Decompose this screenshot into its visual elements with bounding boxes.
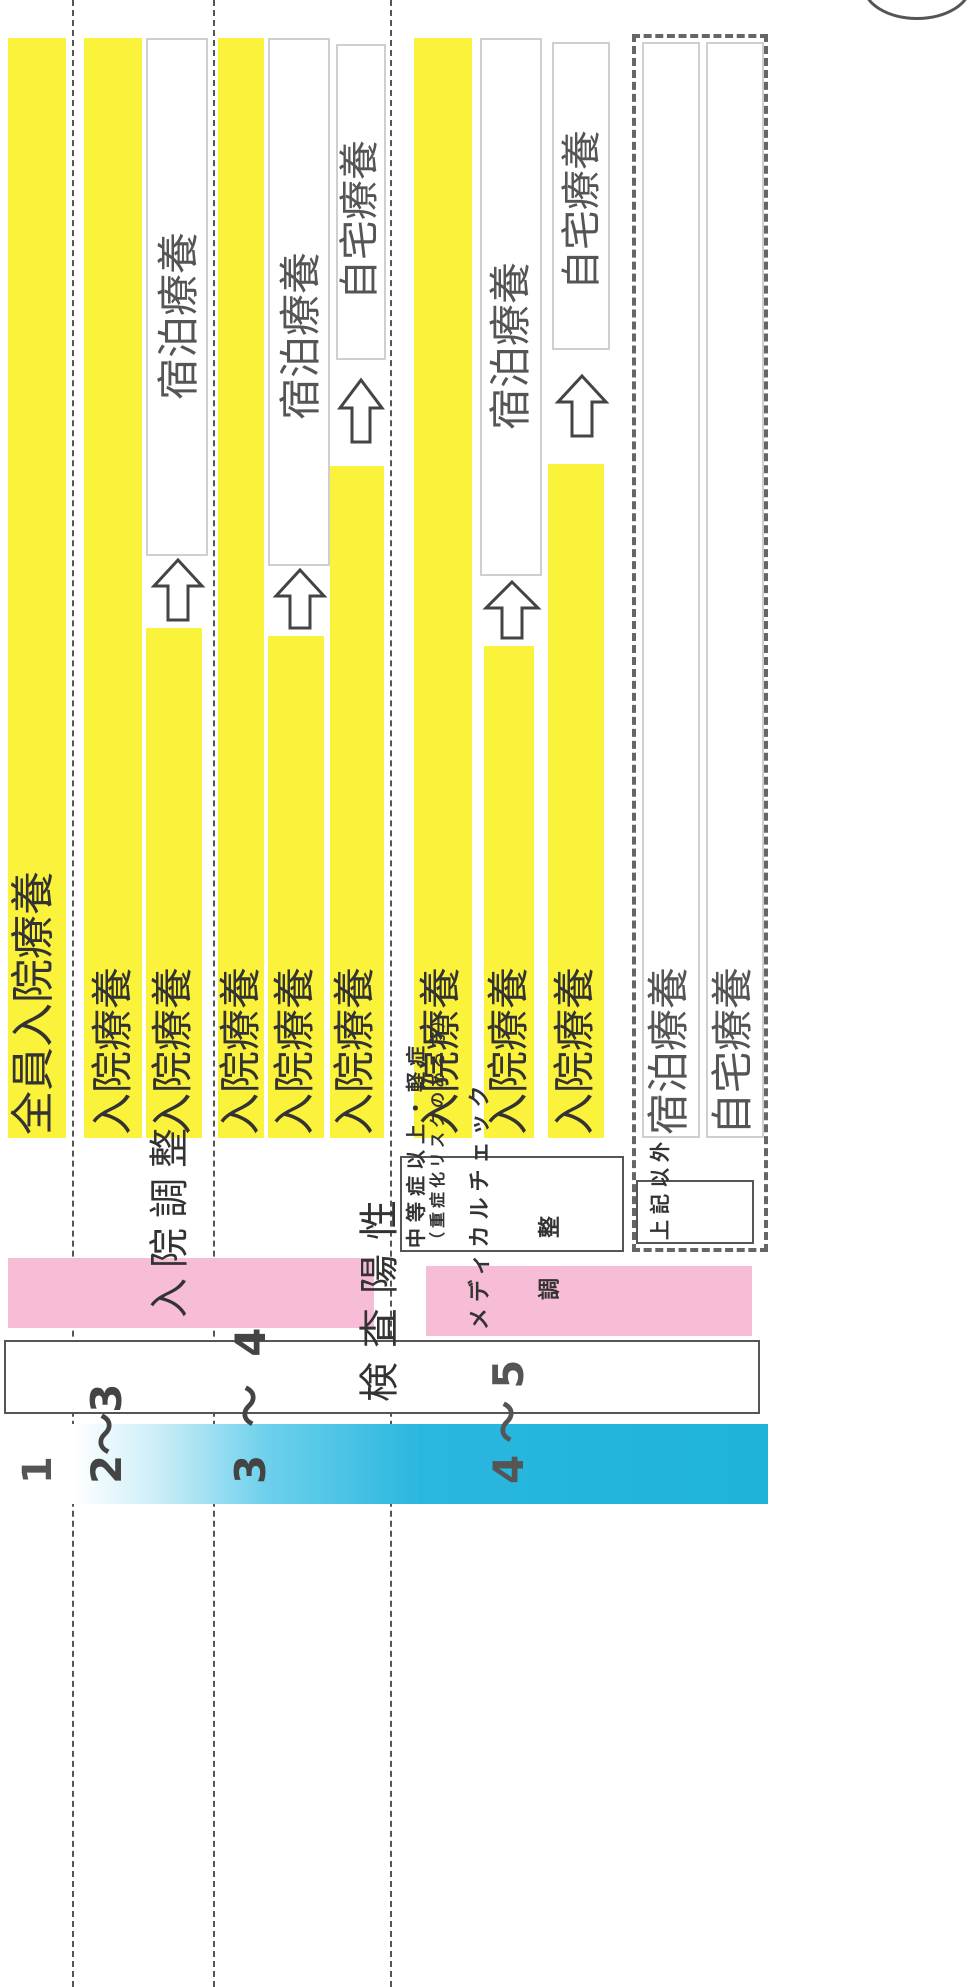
column-separator <box>72 0 74 1987</box>
up-arrow-icon <box>150 557 206 622</box>
label-hospitalization-d: 入院療養 <box>270 966 319 1135</box>
box-home-care-b <box>552 42 610 350</box>
bar-hospitalization-f <box>414 38 472 1138</box>
label-hotel-care-a: 宿泊療養 <box>154 231 203 400</box>
box-home-care-a <box>336 44 386 360</box>
label-hotel-care-c: 宿泊療養 <box>486 261 535 430</box>
label-home-care-c: 自宅療養 <box>708 966 757 1135</box>
criteria-others-label: 上記以外 <box>648 1136 672 1240</box>
box-hotel-care-a <box>146 38 208 556</box>
criteria-box-moderate <box>400 1156 624 1252</box>
up-arrow-icon <box>482 579 542 640</box>
label-hospitalization-h: 入院療養 <box>550 966 599 1135</box>
up-arrow-icon <box>337 377 385 444</box>
label-home-care-a: 自宅療養 <box>337 140 383 300</box>
test-positive-label: 検査陽性 <box>357 1186 403 1402</box>
label-home-care-b: 自宅療養 <box>559 130 605 290</box>
bar-hospitalization-d <box>268 636 324 1138</box>
box-hotel-care-c <box>480 38 542 576</box>
box-hotel-care-d <box>642 42 700 1138</box>
bar-full-hospitalization <box>8 38 66 1138</box>
label-hospitalization-a: 入院療養 <box>88 966 137 1135</box>
hospital-adjust-bar <box>8 1258 374 1328</box>
circle-badge <box>862 0 972 20</box>
bar-hospitalization-a <box>84 38 142 1138</box>
bar-hospitalization-h <box>548 464 604 1138</box>
level-4-5-label: 4～5 <box>484 1347 533 1484</box>
level-2-3-label: 2～3 <box>82 1383 131 1484</box>
level-1-label: 1 <box>15 1456 61 1484</box>
column-separator <box>390 0 392 1987</box>
label-hotel-care-d: 宿泊療養 <box>644 966 693 1135</box>
level-band <box>72 1424 768 1504</box>
bar-hospitalization-g <box>484 646 534 1138</box>
box-hotel-care-b <box>268 38 330 566</box>
medical-check-adjust-bar <box>426 1266 752 1336</box>
others-group-box <box>632 34 768 1252</box>
criteria-moderate-label: 中等症以上・軽症 <box>404 1040 428 1248</box>
bar-hospitalization-e <box>330 466 384 1138</box>
test-positive-box <box>4 1340 760 1414</box>
criteria-box-others <box>636 1180 754 1244</box>
label-full-hospitalization: 全員入院療養 <box>8 871 59 1135</box>
label-hospitalization-c: 入院療養 <box>216 966 265 1135</box>
column-separator <box>213 0 215 1987</box>
bar-hospitalization-c <box>218 38 264 1138</box>
criteria-risk-note: （重症化リスクのある方） <box>428 1007 447 1248</box>
label-hospitalization-g: 入院療養 <box>484 966 533 1135</box>
up-arrow-icon <box>272 567 328 630</box>
label-hospitalization-b: 入院療養 <box>148 966 197 1135</box>
box-home-care-c <box>706 42 764 1138</box>
medical-check-label: メディカルチェック <box>468 1079 493 1330</box>
label-hotel-care-b: 宿泊療養 <box>276 251 325 420</box>
level-3-4-label: 3～4 <box>226 1299 275 1484</box>
label-hospitalization-e: 入院療養 <box>330 966 379 1135</box>
up-arrow-icon <box>554 373 610 438</box>
hospital-adjust-label: 入院調整 <box>147 1118 193 1318</box>
medical-check-adjust-label: 調整 <box>538 1175 563 1300</box>
bar-hospitalization-b <box>146 628 202 1138</box>
